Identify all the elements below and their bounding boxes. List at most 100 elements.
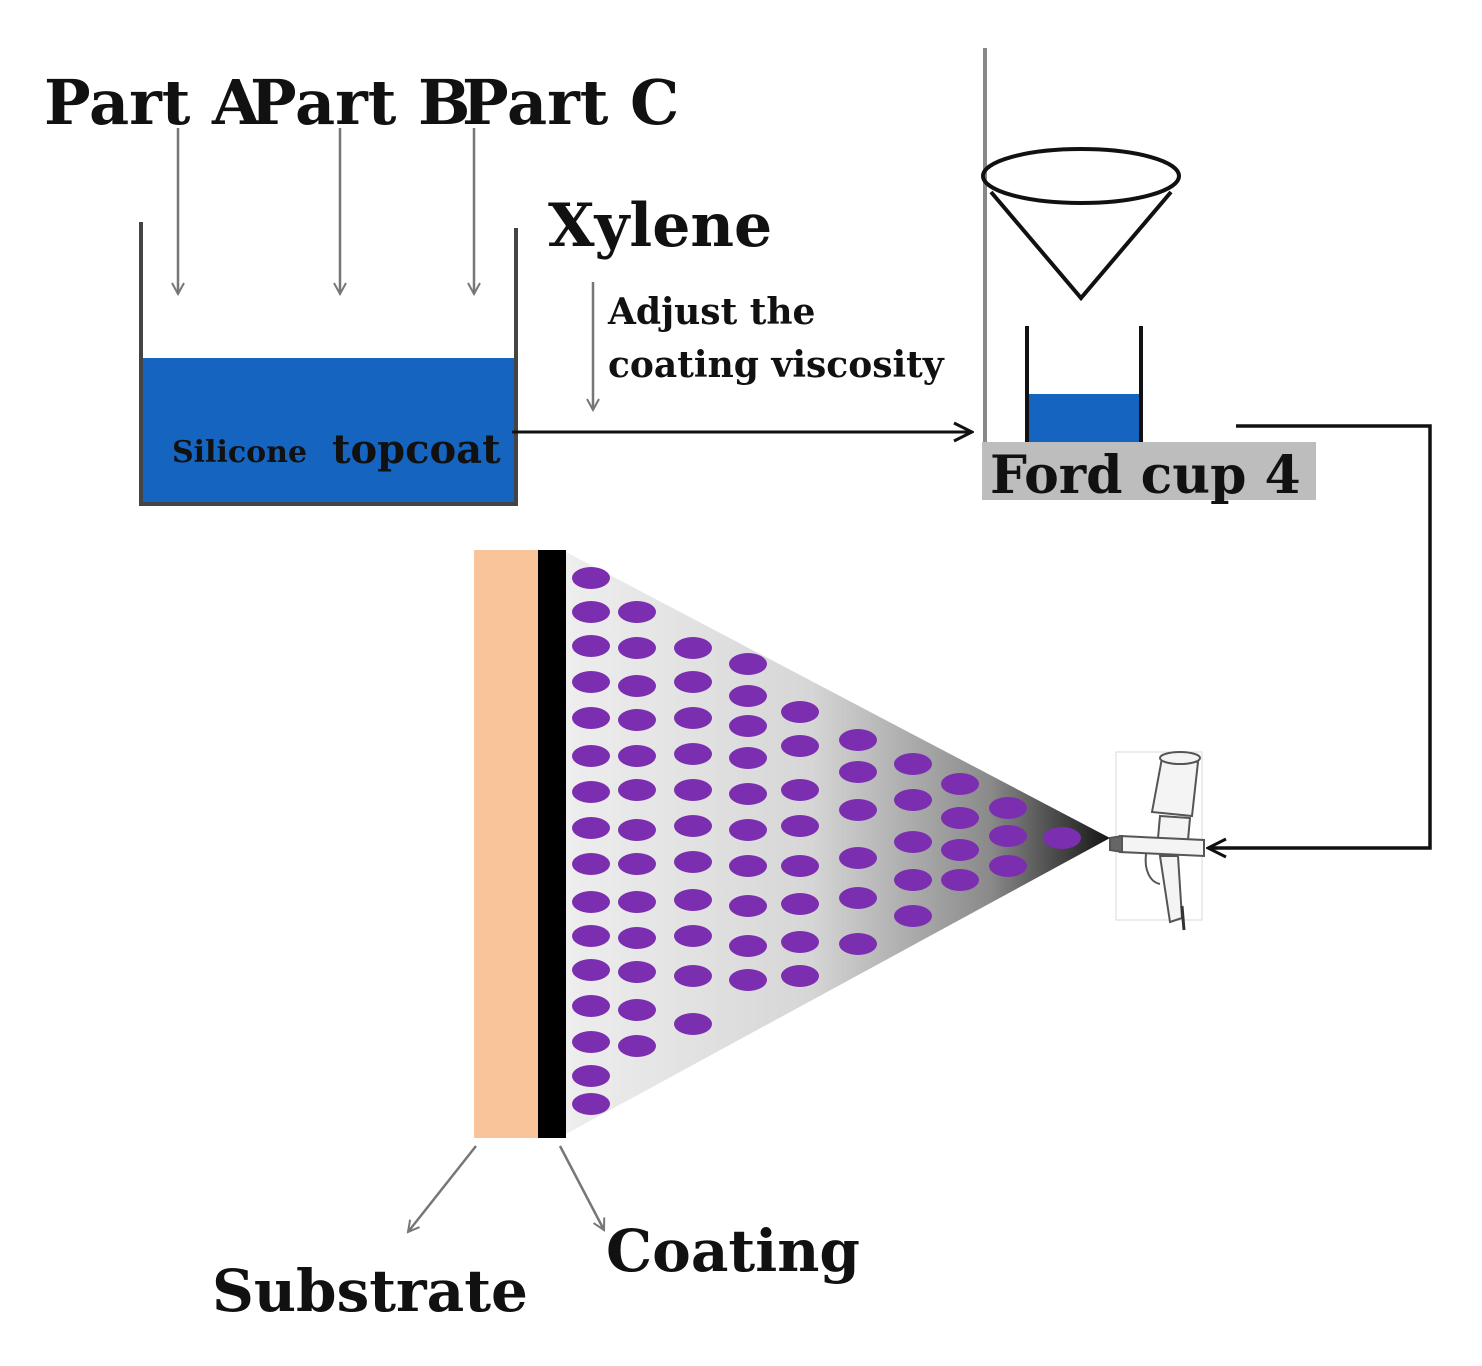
- droplet-43: [729, 747, 767, 769]
- droplet-60: [839, 799, 877, 821]
- droplet-39: [674, 1013, 712, 1035]
- droplet-72: [941, 869, 979, 891]
- droplet-58: [839, 729, 877, 751]
- droplet-13: [572, 1031, 610, 1053]
- droplet-9: [572, 891, 610, 913]
- funnel-icon: [981, 147, 1181, 302]
- droplet-40: [729, 653, 767, 675]
- droplet-3: [572, 671, 610, 693]
- droplet-24: [618, 891, 656, 913]
- droplet-61: [839, 847, 877, 869]
- droplet-70: [941, 807, 979, 829]
- droplet-20: [618, 745, 656, 767]
- substrate-label: Substrate: [212, 1257, 528, 1325]
- droplet-33: [674, 779, 712, 801]
- silicone-topcoat-liquid: [141, 358, 514, 504]
- droplet-18: [618, 675, 656, 697]
- droplet-23: [618, 853, 656, 875]
- part-a-label: Part A: [44, 66, 261, 139]
- droplet-67: [894, 869, 932, 891]
- droplet-53: [781, 815, 819, 837]
- droplet-47: [729, 895, 767, 917]
- spray-gun-icon: [1109, 751, 1205, 931]
- droplet-6: [572, 781, 610, 803]
- droplet-51: [781, 735, 819, 757]
- adjust-viscosity-label: Adjust the coating viscosity: [608, 286, 944, 392]
- droplet-55: [781, 893, 819, 915]
- droplet-74: [989, 825, 1027, 847]
- droplet-64: [894, 753, 932, 775]
- adjust-line-2: coating viscosity: [608, 344, 944, 386]
- droplet-19: [618, 709, 656, 731]
- topcoat-label: topcoat: [332, 426, 501, 473]
- droplet-75: [989, 855, 1027, 877]
- droplet-31: [674, 707, 712, 729]
- droplet-48: [729, 935, 767, 957]
- droplet-21: [618, 779, 656, 801]
- droplet-57: [781, 965, 819, 987]
- adjust-line-1: Adjust the: [608, 291, 816, 333]
- droplet-29: [674, 637, 712, 659]
- droplet-50: [781, 701, 819, 723]
- coating-pointer-arrow: [558, 1145, 604, 1230]
- droplet-68: [894, 905, 932, 927]
- droplet-71: [941, 839, 979, 861]
- droplet-1: [572, 601, 610, 623]
- droplet-2: [572, 635, 610, 657]
- ford-cup-container: [1025, 326, 1143, 446]
- droplet-52: [781, 779, 819, 801]
- droplet-37: [674, 925, 712, 947]
- droplet-45: [729, 819, 767, 841]
- ford-cup-label-background: [982, 442, 1316, 500]
- part-b-label: Part B: [250, 66, 471, 139]
- droplet-22: [618, 819, 656, 841]
- coating-label: Coating: [606, 1217, 860, 1285]
- droplet-4: [572, 707, 610, 729]
- droplet-66: [894, 831, 932, 853]
- droplet-46: [729, 855, 767, 877]
- droplet-5: [572, 745, 610, 767]
- droplet-41: [729, 685, 767, 707]
- ford-cup-label: Ford cup 4: [990, 445, 1301, 506]
- droplet-73: [989, 797, 1027, 819]
- droplet-8: [572, 853, 610, 875]
- droplet-14: [572, 1065, 610, 1087]
- droplet-25: [618, 927, 656, 949]
- droplet-35: [674, 851, 712, 873]
- droplet-69: [941, 773, 979, 795]
- substrate-pointer-arrow: [408, 1145, 477, 1232]
- droplet-59: [839, 761, 877, 783]
- spray-cone: [566, 552, 1110, 1134]
- droplet-32: [674, 743, 712, 765]
- droplet-76: [1043, 827, 1081, 849]
- droplet-11: [572, 959, 610, 981]
- tank-walls: [139, 222, 518, 506]
- droplet-10: [572, 925, 610, 947]
- droplet-62: [839, 887, 877, 909]
- droplet-27: [618, 999, 656, 1021]
- droplet-42: [729, 715, 767, 737]
- droplet-28: [618, 1035, 656, 1057]
- droplet-49: [729, 969, 767, 991]
- flow-line-to-spray-gun: [1208, 424, 1432, 848]
- droplet-30: [674, 671, 712, 693]
- droplet-0: [572, 567, 610, 589]
- droplet-34: [674, 815, 712, 837]
- spray-droplets: [572, 567, 1081, 1115]
- droplet-56: [781, 931, 819, 953]
- xylene-label: Xylene: [548, 191, 773, 261]
- part-c-label: Part C: [462, 66, 680, 139]
- droplet-54: [781, 855, 819, 877]
- droplet-17: [618, 637, 656, 659]
- substrate-layer: [474, 550, 540, 1138]
- droplet-38: [674, 965, 712, 987]
- coating-layer: [538, 550, 566, 1138]
- droplet-65: [894, 789, 932, 811]
- droplet-15: [572, 1093, 610, 1115]
- droplet-7: [572, 817, 610, 839]
- droplet-12: [572, 995, 610, 1017]
- droplet-26: [618, 961, 656, 983]
- droplet-16: [618, 601, 656, 623]
